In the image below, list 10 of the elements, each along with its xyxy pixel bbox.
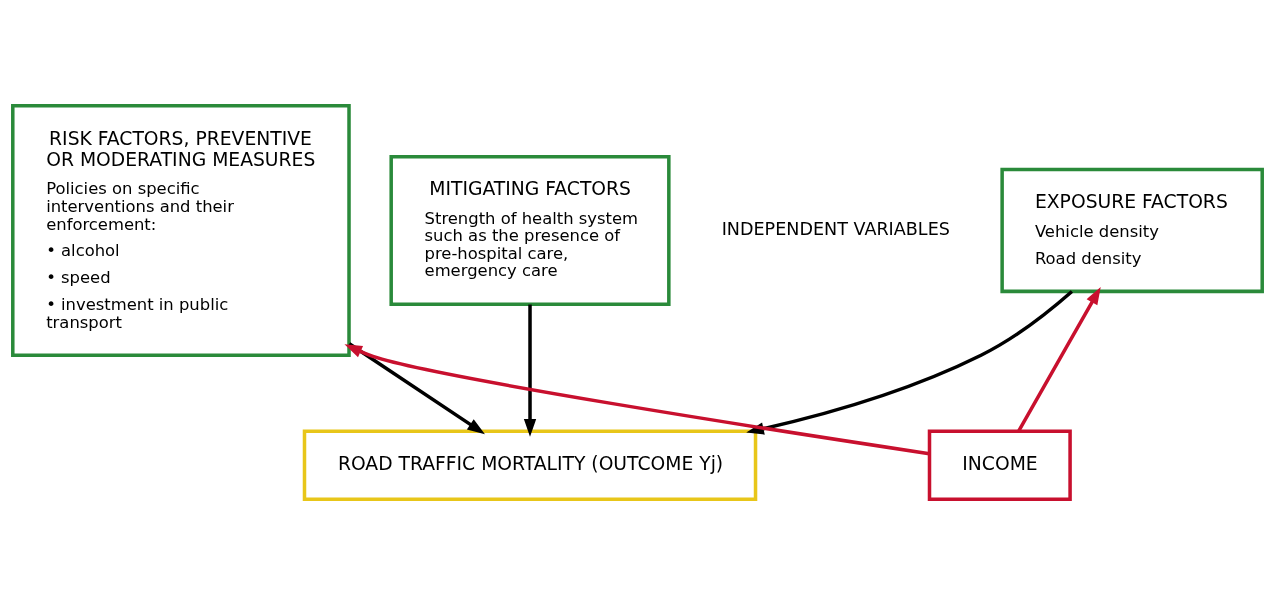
node-box: RISK FACTORS, PREVENTIVE OR MODERATING MEASURES Policies on specific interventions and their enforcement: • alcohol • speed • investment in public transport xyxy=(11,103,351,357)
node-box: INCOME xyxy=(927,429,1072,501)
node-box: EXPOSURE FACTORS Vehicle density Road density xyxy=(1000,167,1264,293)
label: INDEPENDENT VARIABLES xyxy=(721,218,950,239)
arrow xyxy=(344,343,930,455)
arrow xyxy=(1017,286,1101,432)
arrow xyxy=(348,341,485,434)
arrow xyxy=(523,304,537,437)
node-box: MITIGATING FACTORS Strength of health system such as the presence of pre-hospital care, emergency care xyxy=(389,154,671,306)
node-box: ROAD TRAFFIC MORTALITY (OUTCOME Yj) xyxy=(302,429,758,501)
